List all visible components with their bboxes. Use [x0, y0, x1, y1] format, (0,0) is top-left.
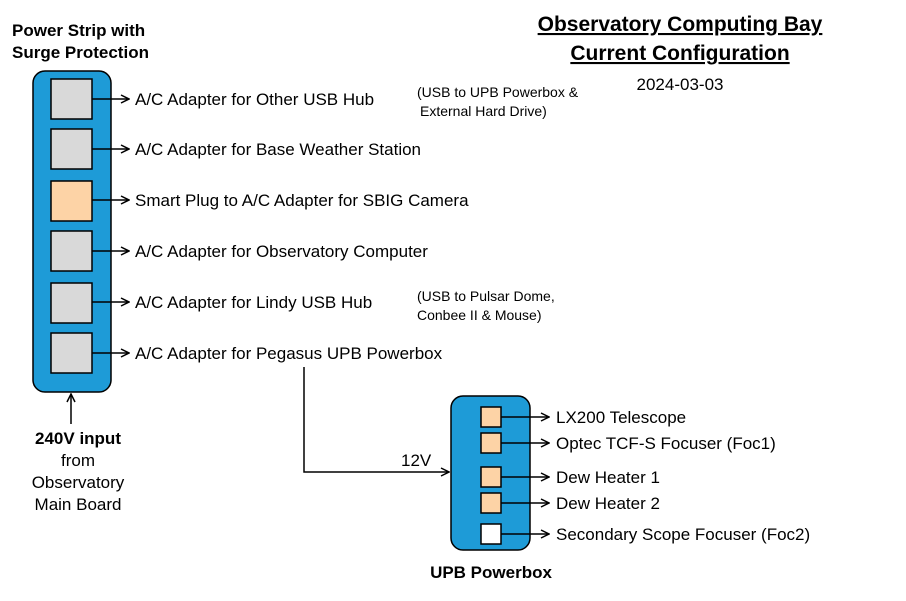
power-strip-outlet — [50, 78, 93, 120]
upb-port — [480, 466, 502, 488]
outlet-label: A/C Adapter for Pegasus UPB Powerbox — [135, 344, 443, 363]
power-strip-label-line1: Power Strip with — [12, 21, 145, 40]
title-line1: Observatory Computing Bay — [538, 13, 823, 36]
outlet-label: A/C Adapter for Observatory Computer — [135, 242, 428, 261]
title-date: 2024-03-03 — [637, 75, 724, 94]
power-strip-outlet — [50, 128, 93, 170]
input-label-line4: Main Board — [35, 495, 122, 514]
upb-port-label: Dew Heater 1 — [556, 468, 660, 487]
upb-port-label: Dew Heater 2 — [556, 494, 660, 513]
outlet-note-line1: (USB to UPB Powerbox & — [417, 84, 579, 100]
outlet-label: Smart Plug to A/C Adapter for SBIG Camer… — [135, 191, 469, 210]
outlet-note-line2: Conbee II & Mouse) — [417, 307, 542, 323]
upb-port-label: LX200 Telescope — [556, 408, 686, 427]
upb-port — [480, 432, 502, 454]
outlet-label: A/C Adapter for Other USB Hub — [135, 90, 374, 109]
power-strip-outlet — [50, 332, 93, 374]
upb-port — [480, 492, 502, 514]
outlet-note-line2: External Hard Drive) — [420, 103, 547, 119]
pegasus-to-upb-connector — [303, 367, 449, 472]
input-label-line3: Observatory — [32, 473, 125, 492]
outlet-label: A/C Adapter for Base Weather Station — [135, 140, 421, 159]
upb-input-label: 12V — [401, 451, 432, 470]
power-strip-outlet — [50, 180, 93, 222]
input-label-line2: from — [61, 451, 95, 470]
upb-port — [480, 523, 502, 545]
input-label-line1: 240V input — [35, 429, 121, 448]
title-line2: Current Configuration — [570, 42, 789, 65]
power-strip-outlet — [50, 230, 93, 272]
power-strip-outlet — [50, 282, 93, 324]
upb-port-label: Secondary Scope Focuser (Foc2) — [556, 525, 810, 544]
upb-powerbox-label: UPB Powerbox — [430, 563, 552, 582]
upb-port — [480, 406, 502, 428]
outlet-note-line1: (USB to Pulsar Dome, — [417, 288, 555, 304]
outlet-label: A/C Adapter for Lindy USB Hub — [135, 293, 372, 312]
power-strip-label-line2: Surge Protection — [12, 43, 149, 62]
upb-port-label: Optec TCF-S Focuser (Foc1) — [556, 434, 776, 453]
